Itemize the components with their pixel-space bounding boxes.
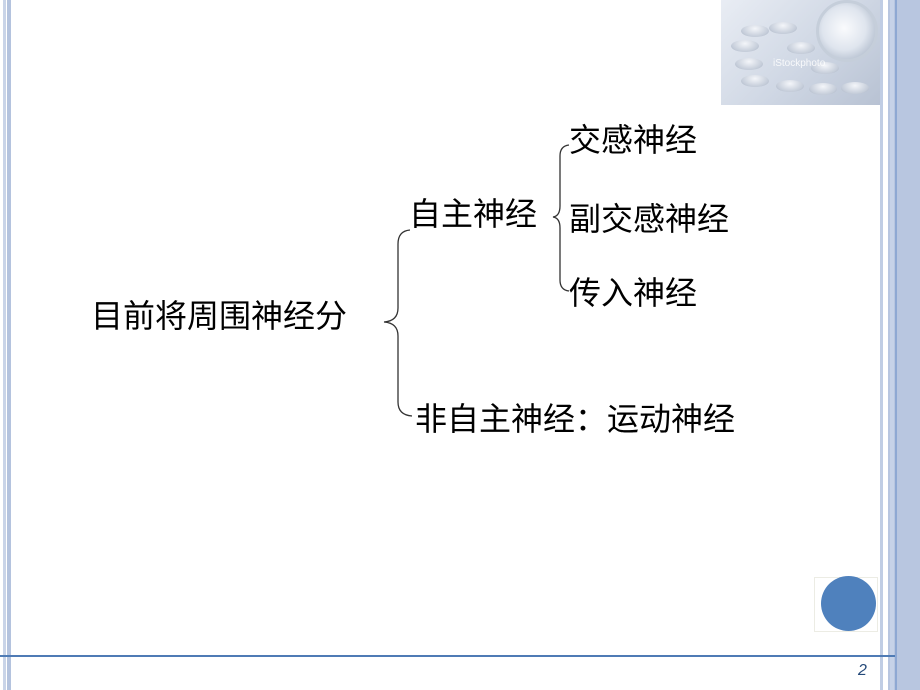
right-border-stripe-dark xyxy=(895,0,897,690)
pill-icon xyxy=(731,40,759,52)
branch-non-autonomic: 非自主神经：运动神经 xyxy=(415,400,736,438)
pill-icon xyxy=(787,42,815,54)
pill-icon xyxy=(811,62,839,74)
leaf-sympathetic: 交感神经 xyxy=(569,121,698,159)
root-label: 目前将周围神经分 xyxy=(91,297,348,335)
pill-icon xyxy=(769,22,797,34)
pills-bottle-photo: iStockphoto xyxy=(721,0,880,105)
pill-icon xyxy=(809,83,837,95)
pill-icon xyxy=(741,25,769,37)
left-border-stripe-light xyxy=(3,0,6,690)
leaf-afferent: 传入神经 xyxy=(569,274,698,312)
left-border-stripe xyxy=(7,0,11,690)
pill-icon xyxy=(741,75,769,87)
pill-icon xyxy=(735,58,763,70)
footer-line xyxy=(0,655,895,657)
pill-icon xyxy=(841,82,869,94)
page-number: 2 xyxy=(858,662,867,679)
leaf-parasympathetic: 副交感神经 xyxy=(569,200,730,238)
pill-icon xyxy=(776,80,804,92)
photo-watermark: iStockphoto xyxy=(773,58,826,69)
right-border-stripe xyxy=(880,0,883,690)
decor-circle-icon xyxy=(821,576,876,631)
bottle-icon xyxy=(816,0,878,62)
right-border-stripe-light xyxy=(890,0,894,690)
branch-autonomic: 自主神经 xyxy=(409,195,538,233)
